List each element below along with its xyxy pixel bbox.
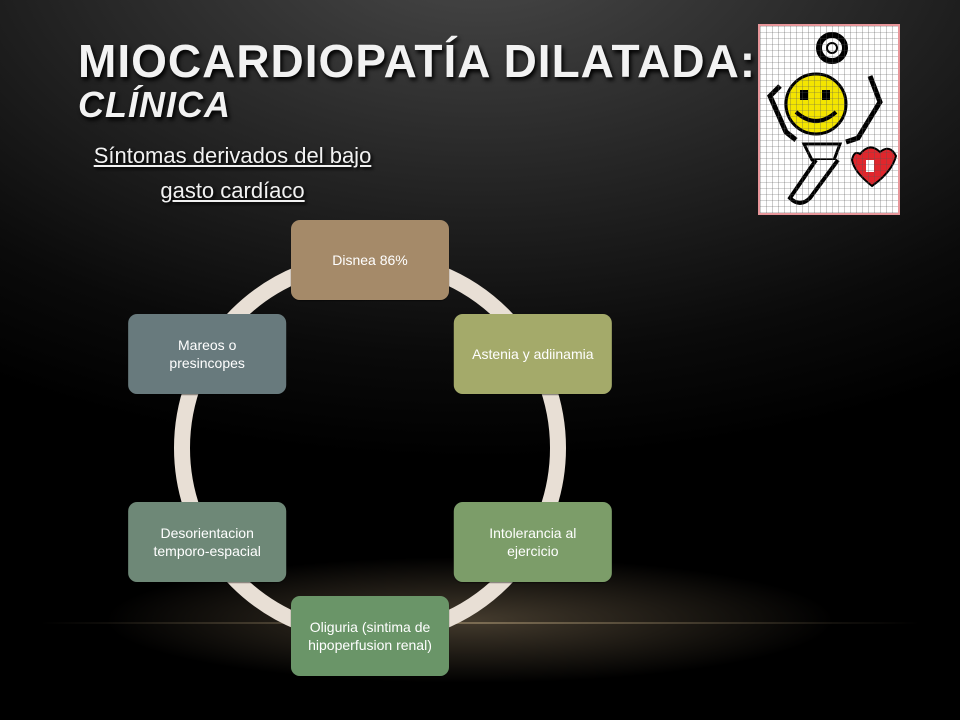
cycle-node-box xyxy=(291,596,449,676)
cycle-node-label: temporo-espacial xyxy=(153,543,260,559)
title-line-1: MIOCARDIOPATÍA DILATADA: xyxy=(78,35,757,87)
cycle-node-label: hipoperfusion renal) xyxy=(308,637,432,653)
cycle-node-box xyxy=(453,502,612,582)
cycle-node-box xyxy=(128,502,287,582)
cycle-node-1: Astenia y adiinamia xyxy=(453,314,612,394)
cycle-node-label: Mareos o xyxy=(178,337,237,353)
cycle-node-4: Desorientacion temporo-espacial xyxy=(128,502,287,582)
subtitle-line-2: gasto cardíaco xyxy=(160,178,305,203)
cycle-node-label: Astenia y adiinamia xyxy=(472,346,594,362)
floor-glow xyxy=(40,622,920,624)
cycle-node-label: Disnea 86% xyxy=(332,252,408,268)
cycle-node-label: Desorientacion xyxy=(160,525,253,541)
title-line-2: CLÍNICA xyxy=(78,84,231,125)
cycle-node-5: Mareos o presincopes xyxy=(128,314,287,394)
cycle-node-label: presincopes xyxy=(169,355,245,371)
cycle-node-box xyxy=(291,220,449,300)
slide-subtitle: Síntomas derivados del bajo gasto cardía… xyxy=(40,138,425,208)
cycle-node-label: Intolerancia al xyxy=(489,525,576,541)
cycle-node-box xyxy=(128,314,287,394)
subtitle-line-1: Síntomas derivados del bajo xyxy=(93,143,372,168)
cycle-node-3: Oliguria (sintima de hipoperfusion renal) xyxy=(291,596,449,676)
cycle-node-0: Disnea 86% xyxy=(291,220,449,300)
cycle-node-box xyxy=(453,314,612,394)
slide-title: MIOCARDIOPATÍA DILATADA: CLÍNICA xyxy=(78,36,756,124)
cycle-node-label: Oliguria (sintima de xyxy=(310,619,431,635)
cycle-node-2: Intolerancia al ejercicio xyxy=(453,502,612,582)
cycle-nodes: Disnea 86% Astenia y adiinamiaIntoleranci… xyxy=(128,220,612,676)
pixel-grid-image xyxy=(760,26,898,213)
cycle-node-label: ejercicio xyxy=(507,543,559,559)
doctor-smiley-icon xyxy=(758,24,900,215)
